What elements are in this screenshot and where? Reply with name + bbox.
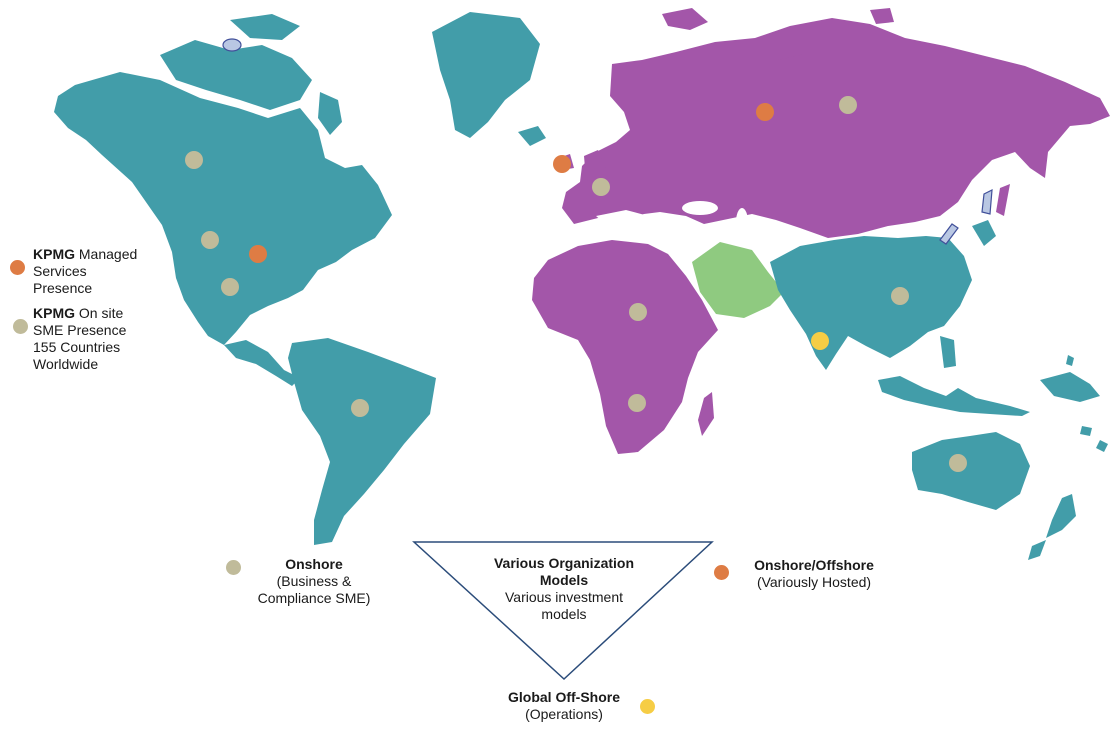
marker-france xyxy=(592,178,610,196)
black-sea xyxy=(682,201,718,215)
north-america-landmass xyxy=(54,14,392,345)
marker-india xyxy=(811,332,829,350)
greenland-landmass xyxy=(432,12,540,138)
onsite-sme-legend-text: KPMG On site SME Presence 155 Countries … xyxy=(33,305,127,372)
marker-australia xyxy=(949,454,967,472)
managed-services-legend-dot xyxy=(10,260,25,275)
madagascar-landmass xyxy=(698,392,714,436)
marker-usa-central xyxy=(249,245,267,263)
marker-north-africa xyxy=(629,303,647,321)
mediterranean-sea xyxy=(596,210,672,236)
marker-brazil xyxy=(351,399,369,417)
onshore-label: Onshore (Business & Compliance SME) xyxy=(257,556,371,606)
marker-southern-africa xyxy=(628,394,646,412)
africa-landmass xyxy=(532,240,718,454)
iceland-landmass xyxy=(518,126,546,146)
onshore-offshore-dot xyxy=(714,565,729,580)
caspian-sea xyxy=(736,208,748,236)
marker-russia-west xyxy=(756,103,774,121)
onshore-dot xyxy=(226,560,241,575)
managed-services-legend-text: KPMG Managed Services Presence xyxy=(33,246,138,296)
central-america-landmass xyxy=(224,340,300,386)
location-markers xyxy=(185,96,967,472)
marker-canada xyxy=(185,151,203,169)
marker-usa-west xyxy=(201,231,219,249)
organization-models-text: Various Organization Models Various inve… xyxy=(493,555,635,622)
global-offshore-label: Global Off-Shore (Operations) xyxy=(508,689,620,722)
onshore-offshore-label: Onshore/Offshore (Variously Hosted) xyxy=(754,557,874,590)
marker-china xyxy=(891,287,909,305)
south-america-landmass xyxy=(288,338,436,545)
organization-models-triangle xyxy=(412,541,714,681)
marker-ireland xyxy=(553,155,571,173)
onsite-sme-legend-dot xyxy=(13,319,28,334)
middle-east-landmass xyxy=(692,242,784,318)
marker-mexico xyxy=(221,278,239,296)
eurasia-north-landmass xyxy=(558,8,1110,238)
new-zealand-landmass xyxy=(1046,494,1076,538)
global-offshore-dot xyxy=(640,699,655,714)
new-zealand-south-landmass xyxy=(1028,540,1046,560)
australia-landmass xyxy=(912,432,1030,510)
marker-russia-east xyxy=(839,96,857,114)
